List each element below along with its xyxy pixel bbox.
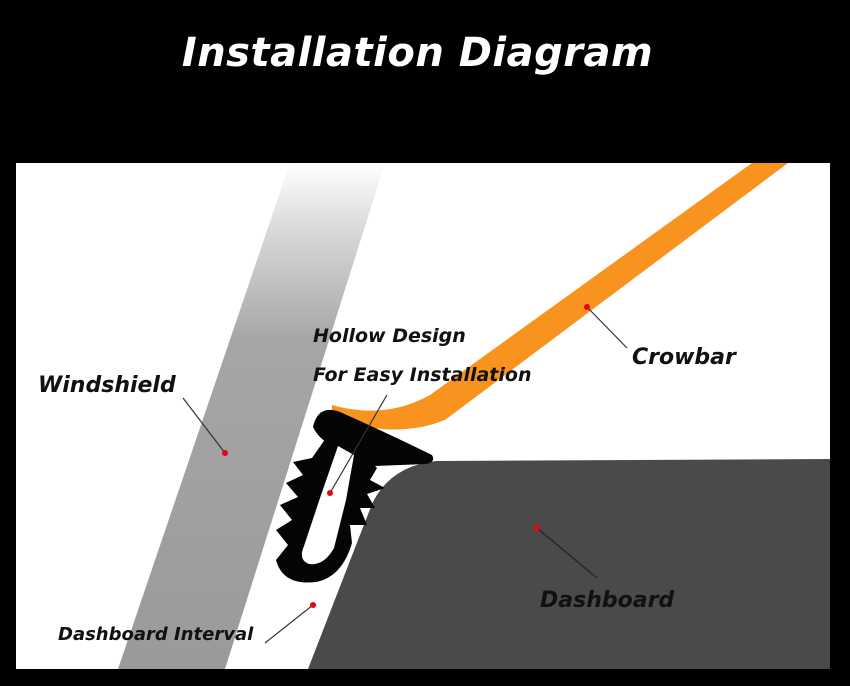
hollow-leader-line bbox=[329, 394, 388, 494]
crowbar-marker-dot bbox=[584, 304, 590, 310]
diagram-title: Installation Diagram bbox=[181, 30, 654, 76]
dashboard-marker-dot bbox=[534, 525, 540, 531]
seal-hollow-channel bbox=[301, 446, 354, 565]
hollow-design-label: Hollow Design bbox=[313, 325, 466, 347]
interval-leader-line bbox=[264, 604, 314, 644]
crowbar-label: Crowbar bbox=[632, 345, 737, 370]
dashboard-interval-label: Dashboard Interval bbox=[58, 624, 254, 645]
hollow-marker-dot bbox=[327, 490, 333, 496]
easy-installation-label: For Easy Installation bbox=[313, 364, 531, 386]
dashboard-label: Dashboard bbox=[540, 588, 674, 613]
interval-marker-dot bbox=[310, 602, 316, 608]
windshield-leader-line bbox=[182, 397, 226, 454]
windshield-shape bbox=[118, 163, 385, 669]
crowbar-shape bbox=[332, 163, 788, 430]
dashboard-shape bbox=[308, 459, 830, 669]
crowbar-leader-line bbox=[586, 306, 628, 349]
dashboard-leader-line bbox=[536, 527, 598, 579]
windshield-label: Windshield bbox=[38, 373, 176, 398]
windshield-marker-dot bbox=[222, 450, 228, 456]
